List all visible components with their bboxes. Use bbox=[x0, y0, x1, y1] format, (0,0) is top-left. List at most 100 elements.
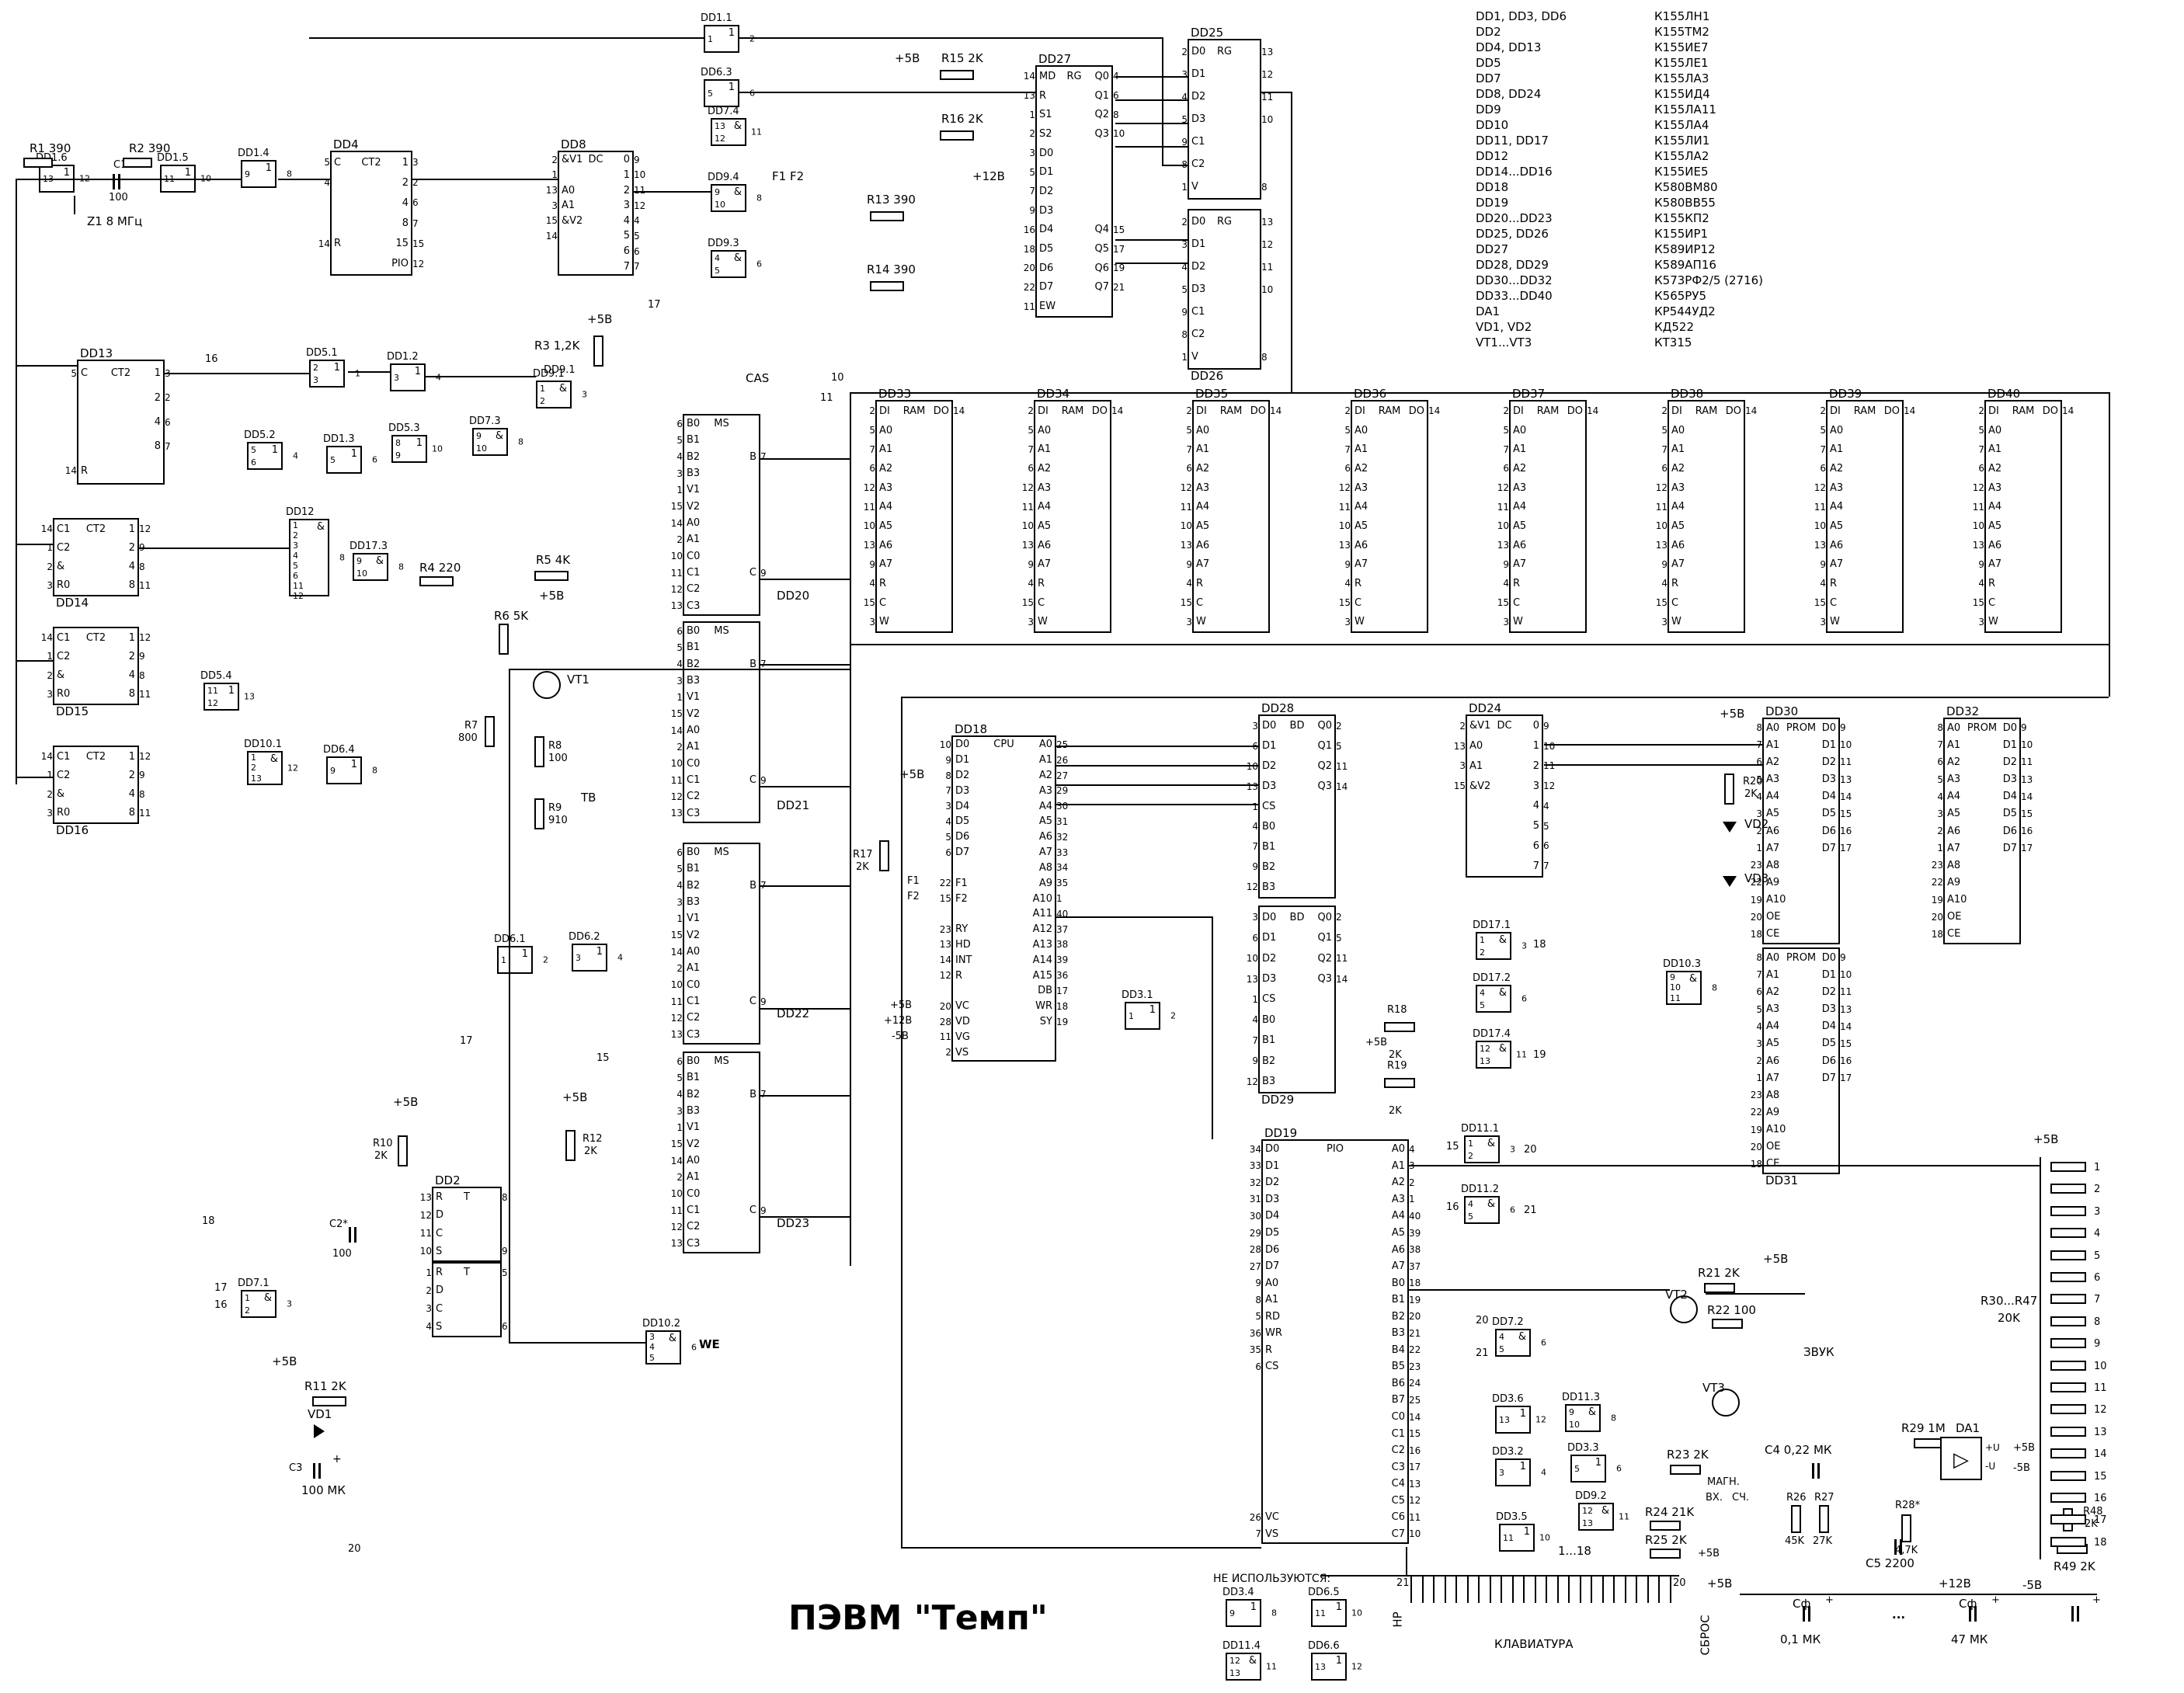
pin-label-left: W bbox=[1038, 616, 1048, 628]
pin-label-left: A2 bbox=[879, 462, 893, 475]
resistor-symbol bbox=[534, 736, 544, 767]
pin-label-left: C1 bbox=[57, 523, 71, 535]
wire bbox=[412, 179, 558, 180]
pin-label-right: A7 bbox=[1391, 1260, 1405, 1273]
pin-number-right: 12 bbox=[139, 632, 151, 644]
pin-number-right: 15 bbox=[1840, 1038, 1852, 1049]
pin-label-right: C bbox=[749, 567, 756, 579]
pin-label-right: Q3 bbox=[1317, 780, 1332, 793]
gate-input-pin: 4 bbox=[1468, 1198, 1473, 1209]
pin-number-right: 21 bbox=[1409, 1327, 1421, 1339]
pin-label-right: D4 bbox=[1821, 791, 1836, 803]
pin-number-right: 6 bbox=[1543, 840, 1549, 852]
pin-number-left: 5 bbox=[1503, 425, 1509, 436]
wire bbox=[1115, 146, 1188, 148]
pin-label-left: D6 bbox=[1039, 262, 1054, 274]
pin-label-left: A1 bbox=[1265, 1294, 1279, 1306]
ic-type-label: CPU bbox=[993, 739, 1014, 751]
pin-number-right: 5 bbox=[502, 1267, 508, 1278]
ladder-line-number: 7 bbox=[2094, 1294, 2101, 1305]
pin-number-left: 19 bbox=[1931, 894, 1943, 906]
ic-type-label: CT2 bbox=[85, 631, 106, 644]
pin-number-left: 10 bbox=[863, 520, 875, 532]
pin-label-left: C bbox=[879, 596, 887, 609]
gate-symbol: 1 bbox=[1250, 1601, 1257, 1613]
resistor-symbol bbox=[534, 798, 544, 829]
pin-label-right: D7 bbox=[1821, 842, 1836, 854]
transistor-symbol bbox=[1712, 1389, 1740, 1417]
pin-number-right: 9 bbox=[634, 154, 640, 165]
ladder-resistor bbox=[2050, 1250, 2086, 1260]
pin-label-right: A5 bbox=[1038, 815, 1052, 828]
text-label: R14 390 bbox=[867, 262, 916, 276]
text-label: R11 2K bbox=[304, 1379, 346, 1393]
gate-input-pin: 4 bbox=[293, 551, 298, 561]
text-label: R2 390 bbox=[129, 141, 171, 155]
pin-number-right: 4 bbox=[634, 215, 640, 227]
pin-label-left: HD bbox=[955, 938, 971, 951]
pin-label-left: C0 bbox=[687, 979, 701, 991]
part-name: К155ЛА2 bbox=[1654, 149, 1709, 163]
wire bbox=[760, 1216, 850, 1218]
pin-number-left: 13 bbox=[1180, 540, 1192, 551]
pin-label-left: RD bbox=[1265, 1310, 1281, 1323]
pin-label-left: D7 bbox=[1265, 1260, 1280, 1273]
pin-label-right: A0 bbox=[1038, 739, 1052, 751]
pin-label-left: R bbox=[1265, 1344, 1273, 1356]
text-label: ТВ bbox=[581, 791, 596, 805]
pin-label-right: B5 bbox=[1391, 1361, 1405, 1373]
ic-designator: DD38 bbox=[1671, 387, 1704, 401]
gate-symbol: & bbox=[1588, 1406, 1596, 1418]
ic-designator: DD35 bbox=[1195, 387, 1229, 401]
pin-number-left: 5 bbox=[676, 641, 683, 653]
pin-number-right: 11 bbox=[634, 186, 652, 195]
pin-number-right: 16 bbox=[1840, 826, 1852, 837]
gate-output-pin: 11 bbox=[751, 127, 762, 137]
pin-label-right: 4 bbox=[128, 669, 135, 682]
resistor-symbol bbox=[1724, 773, 1734, 805]
pin-label-left: R bbox=[1513, 577, 1521, 589]
pin-label-left: C2 bbox=[1191, 158, 1205, 170]
gate-designator: DD11.4 bbox=[1222, 1640, 1261, 1652]
keyboard-connector-pin bbox=[1591, 1577, 1592, 1603]
pin-label-left: V bbox=[1191, 181, 1198, 193]
text-label: 15 bbox=[596, 1052, 610, 1064]
gate-input-pin: 12 bbox=[715, 133, 725, 144]
pin-label-left: VD bbox=[955, 1016, 970, 1028]
pin-label-right: C bbox=[749, 1205, 756, 1217]
text-label: Z1 8 МГц bbox=[87, 214, 143, 228]
pin-number-left: 13 bbox=[1023, 90, 1035, 102]
pin-label-left: CE bbox=[1766, 928, 1780, 940]
pin-label-left: W bbox=[1513, 616, 1523, 628]
pin-number-left: 14 bbox=[40, 632, 53, 644]
keyboard-connector-pin bbox=[1478, 1577, 1480, 1603]
pin-number-right: 4 bbox=[1409, 1143, 1415, 1155]
pin-label-left: &V2 bbox=[562, 214, 583, 227]
gate-input-pin: 13 bbox=[1499, 1414, 1510, 1425]
pin-label-left: C2 bbox=[687, 791, 701, 803]
pin-label-right: Q3 bbox=[1094, 127, 1109, 140]
pin-label-left: D0 bbox=[1262, 911, 1277, 923]
pin-label-left: R bbox=[1988, 577, 1996, 589]
pin-number-left: 3 bbox=[1661, 616, 1668, 627]
